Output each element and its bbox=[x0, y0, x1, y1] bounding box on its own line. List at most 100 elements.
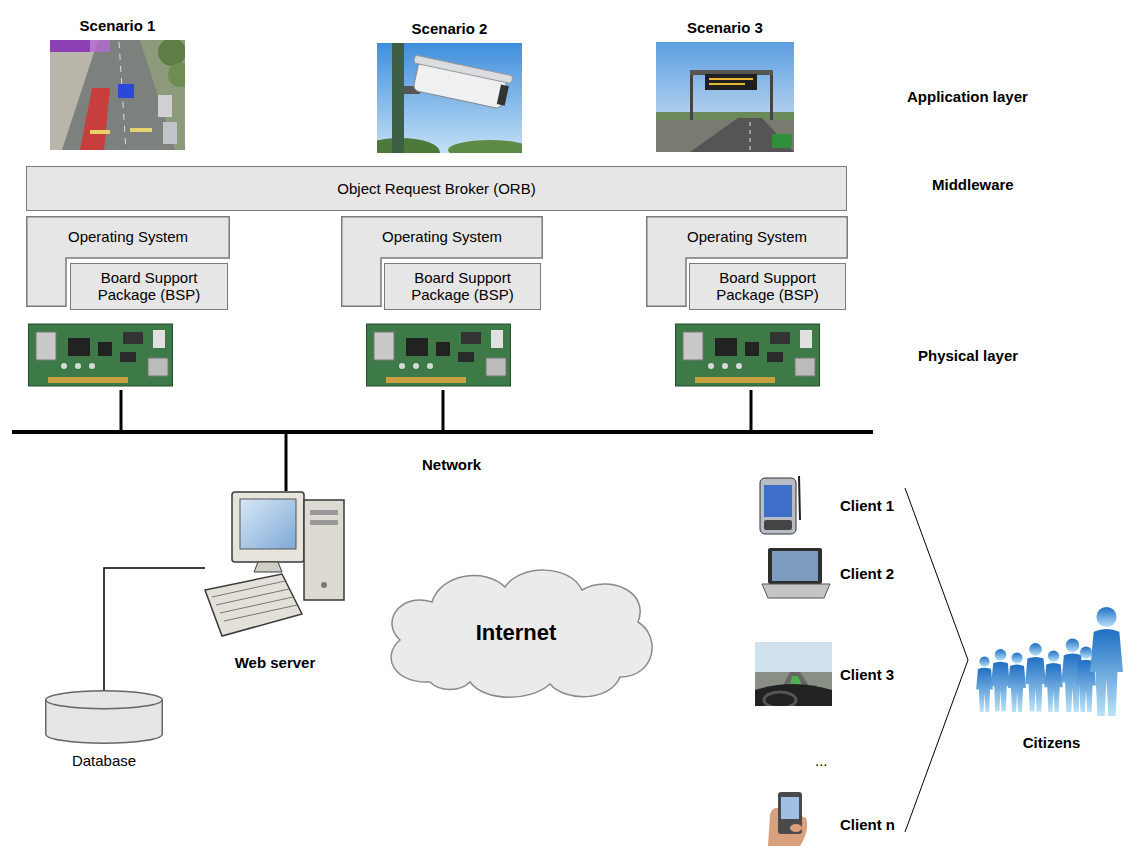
scenario-heading: Scenario 2 bbox=[412, 20, 488, 37]
pda-device bbox=[764, 520, 792, 530]
scenario-3-photo bbox=[770, 70, 773, 120]
phone-in-hand bbox=[768, 792, 807, 846]
citizens-silhouettes bbox=[1044, 651, 1063, 712]
citizens-label: Citizens bbox=[1023, 734, 1081, 751]
client-label: Client 3 bbox=[840, 666, 894, 683]
bsp-label: Board Support Package (BSP) bbox=[694, 269, 841, 304]
laptop-device bbox=[772, 551, 818, 581]
client-label: Client 1 bbox=[840, 497, 894, 514]
server-icon: Web server bbox=[205, 488, 345, 648]
scenario-3-photo bbox=[750, 122, 751, 152]
scenario-1-photo bbox=[90, 40, 110, 52]
scenario-3-photo bbox=[772, 134, 792, 148]
scenario-3-photo bbox=[705, 74, 757, 90]
citizens-silhouettes bbox=[1008, 653, 1026, 713]
network-bus bbox=[12, 390, 873, 491]
os-box: Operating SystemBoard Support Package (B… bbox=[341, 216, 543, 307]
cylinder-rim bbox=[46, 700, 163, 709]
scenario-3-photo bbox=[709, 83, 745, 85]
scenario-photo: Scenario 1 bbox=[50, 40, 185, 150]
scenario-2-photo bbox=[497, 85, 509, 106]
pda-device bbox=[760, 478, 796, 534]
server-computer bbox=[254, 562, 282, 572]
scenario-2-photo bbox=[377, 138, 440, 153]
laptop-icon: Client 2 bbox=[760, 546, 832, 602]
citizens-silhouettes bbox=[991, 649, 1010, 711]
os-outline bbox=[342, 217, 543, 307]
cylinder-outline bbox=[45, 690, 163, 744]
scenario-3-photo bbox=[709, 78, 753, 80]
laptop-device bbox=[762, 584, 830, 598]
server-label: Web server bbox=[235, 654, 316, 671]
os-label: Operating System bbox=[687, 228, 807, 245]
citizens-silhouettes bbox=[1025, 643, 1046, 711]
scenario-heading: Scenario 3 bbox=[687, 19, 763, 36]
phone-in-hand bbox=[790, 824, 802, 832]
bsp-label: Board Support Package (BSP) bbox=[75, 269, 223, 304]
server-computer bbox=[232, 492, 304, 562]
scenario-3-photo bbox=[690, 70, 693, 120]
cloud-outline bbox=[391, 570, 652, 697]
bsp-box: Board Support Package (BSP) bbox=[384, 263, 541, 310]
laptop-device bbox=[768, 548, 822, 584]
scenario-3-photo bbox=[690, 118, 794, 152]
scenario-1-photo bbox=[118, 84, 134, 98]
car-navigation-view bbox=[755, 672, 832, 706]
scenario-3-photo bbox=[656, 42, 794, 152]
pda-icon: Client 1 bbox=[755, 478, 802, 534]
scenario-1-photo bbox=[50, 40, 90, 52]
processor-board bbox=[367, 324, 511, 386]
internet-cloud: Internet bbox=[370, 562, 662, 704]
network-bus bbox=[285, 432, 288, 491]
client-bracket bbox=[905, 488, 968, 832]
client-label: Client 2 bbox=[840, 565, 894, 582]
scenario-2-photo bbox=[377, 43, 522, 153]
processor-board bbox=[676, 324, 820, 386]
cloud-outline bbox=[391, 570, 652, 697]
processor-board bbox=[29, 324, 820, 386]
scenario-3-photo bbox=[656, 42, 794, 152]
car-view-icon: Client 3 bbox=[755, 642, 832, 708]
os-label: Operating System bbox=[382, 228, 502, 245]
scenario-2-photo bbox=[392, 43, 404, 153]
bsp-label: Board Support Package (BSP) bbox=[389, 269, 536, 304]
database-cylinder: Database bbox=[45, 690, 163, 744]
bsp-box: Board Support Package (BSP) bbox=[70, 263, 228, 310]
server-computer bbox=[304, 500, 344, 600]
bsp-box: Board Support Package (BSP) bbox=[689, 263, 846, 310]
connector-line bbox=[104, 568, 205, 690]
scenario-photo: Scenario 3 bbox=[656, 42, 794, 152]
laptop-device bbox=[762, 548, 830, 598]
phone-icon: Client n bbox=[768, 802, 808, 848]
client-label: Client n bbox=[840, 816, 895, 833]
scenario-2-photo bbox=[377, 43, 522, 153]
server-computer bbox=[321, 582, 327, 588]
scenario-1-photo bbox=[90, 130, 110, 134]
scenario-1-photo bbox=[50, 40, 185, 150]
cloud-label: Internet bbox=[476, 620, 557, 645]
scenario-2-photo bbox=[448, 140, 522, 153]
processor-board bbox=[29, 324, 173, 386]
cylinder-outline bbox=[46, 691, 163, 744]
network-bus bbox=[442, 390, 445, 432]
scenario-1-photo bbox=[130, 128, 152, 132]
os-outline bbox=[27, 217, 230, 307]
scenario-photo: Scenario 2 bbox=[377, 43, 522, 153]
os-label: Operating System bbox=[68, 228, 188, 245]
pda-device bbox=[760, 476, 800, 534]
citizens-silhouettes bbox=[1090, 607, 1123, 716]
network-bus bbox=[120, 390, 123, 432]
server-computer bbox=[310, 520, 338, 525]
scenario-1-photo bbox=[80, 88, 110, 150]
os-box: Operating SystemBoard Support Package (B… bbox=[26, 216, 230, 307]
os-box: Operating SystemBoard Support Package (B… bbox=[646, 216, 848, 307]
scenario-1-photo bbox=[163, 122, 177, 144]
network-bus bbox=[750, 390, 753, 432]
database-label: Database bbox=[72, 752, 136, 769]
citizens-icon: Citizens bbox=[975, 606, 1128, 722]
